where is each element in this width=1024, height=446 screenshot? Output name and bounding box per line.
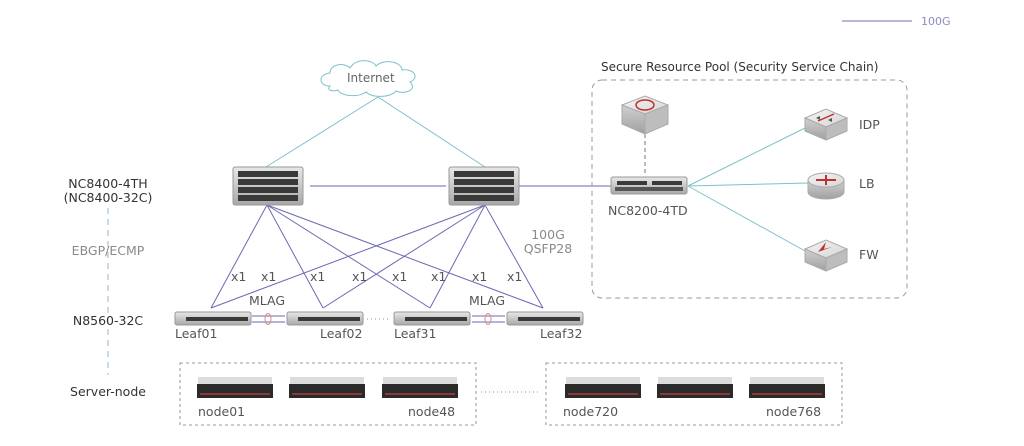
protocol-label: EBGP/ECMP [71, 243, 145, 258]
link-s1-l1 [210, 204, 268, 309]
service-label-lb: LB [859, 176, 875, 191]
security-pool-boundary [591, 79, 908, 299]
multiplier-label: x1 [507, 269, 523, 284]
mlag-link-1 [252, 313, 285, 325]
security-switch-label: NC8200-4TD [608, 203, 688, 218]
sdn-controller[interactable] [620, 95, 670, 135]
server-node[interactable] [382, 377, 458, 398]
link-s1-l2 [266, 204, 324, 309]
spine-tier-label: NC8400-4TH (NC8400-32C) [58, 177, 158, 205]
mlag-ring-icon [264, 313, 272, 325]
leaf-switch-32[interactable] [506, 311, 584, 326]
leaf-label: Leaf02 [320, 326, 363, 341]
internet-label: Internet [347, 71, 395, 85]
lb-icon [816, 175, 836, 185]
idp-appliance[interactable] [803, 108, 849, 141]
fw-flame-icon [818, 242, 832, 252]
server-node[interactable] [197, 377, 273, 398]
node-label: node01 [198, 404, 246, 419]
link-idp [687, 127, 806, 187]
multiplier-label: x1 [472, 269, 488, 284]
uplink-spine2 [377, 96, 486, 168]
security-switch[interactable] [610, 176, 688, 195]
leaf-switch-31[interactable] [393, 311, 471, 326]
spine-model: NC8400-4TH [68, 176, 148, 191]
lb-appliance[interactable] [807, 172, 845, 200]
node-label: node768 [766, 404, 822, 419]
server-node[interactable] [289, 377, 365, 398]
link-fw [687, 185, 806, 252]
legend-label: 100G [921, 15, 951, 28]
server-node[interactable] [749, 377, 825, 398]
multiplier-label: x1 [261, 269, 277, 284]
link-s1-l4 [266, 204, 544, 309]
mlag-label: MLAG [249, 293, 286, 308]
mlag-link-2 [472, 313, 505, 325]
link-transceiver: QSFP28 [523, 241, 573, 256]
leaf-label: Leaf31 [394, 326, 437, 341]
link-speed: 100G [531, 227, 565, 242]
leaf-switch-2[interactable] [286, 311, 364, 326]
service-label-fw: FW [859, 247, 879, 262]
multiplier-label: x1 [310, 269, 326, 284]
link-s2-l2 [322, 204, 486, 309]
server-node[interactable] [657, 377, 733, 398]
leaf-tier-label: N8560-32C [72, 313, 144, 328]
fw-appliance[interactable] [803, 239, 849, 272]
spine-switch-1[interactable] [232, 166, 304, 206]
server-group-1-boundary [179, 362, 477, 426]
sdn-icon [635, 99, 655, 111]
spine-switch-2[interactable] [448, 166, 520, 206]
multiplier-label: x1 [392, 269, 408, 284]
service-label-idp: IDP [859, 117, 880, 132]
server-group-2-boundary [545, 362, 843, 426]
multiplier-label: x1 [352, 269, 368, 284]
link-s2-l3 [429, 204, 486, 309]
mlag-label: MLAG [469, 293, 506, 308]
security-pool-title: Secure Resource Pool (Security Service C… [601, 60, 879, 74]
link-spec-label: 100G QSFP28 [523, 228, 573, 256]
leaf-label: Leaf01 [175, 326, 218, 341]
leaf-label: Leaf32 [540, 326, 583, 341]
internet-cloud-icon [320, 60, 416, 97]
link-s2-l4 [484, 204, 544, 309]
multiplier-label: x1 [431, 269, 447, 284]
spine-model-alt: (NC8400-32C) [63, 190, 153, 205]
uplink-spine1 [265, 96, 379, 168]
idp-icon [817, 113, 835, 122]
node-label: node720 [563, 404, 619, 419]
spine-leaf-links [210, 204, 544, 309]
link-lb [687, 182, 809, 187]
multiplier-label: x1 [231, 269, 247, 284]
leaf-switch-1[interactable] [174, 311, 252, 326]
mlag-ring-icon [484, 313, 492, 325]
link-s2-l1 [210, 204, 486, 309]
node-label: node48 [408, 404, 456, 419]
server-node[interactable] [565, 377, 641, 398]
server-tier-label: Server-node [70, 384, 146, 399]
